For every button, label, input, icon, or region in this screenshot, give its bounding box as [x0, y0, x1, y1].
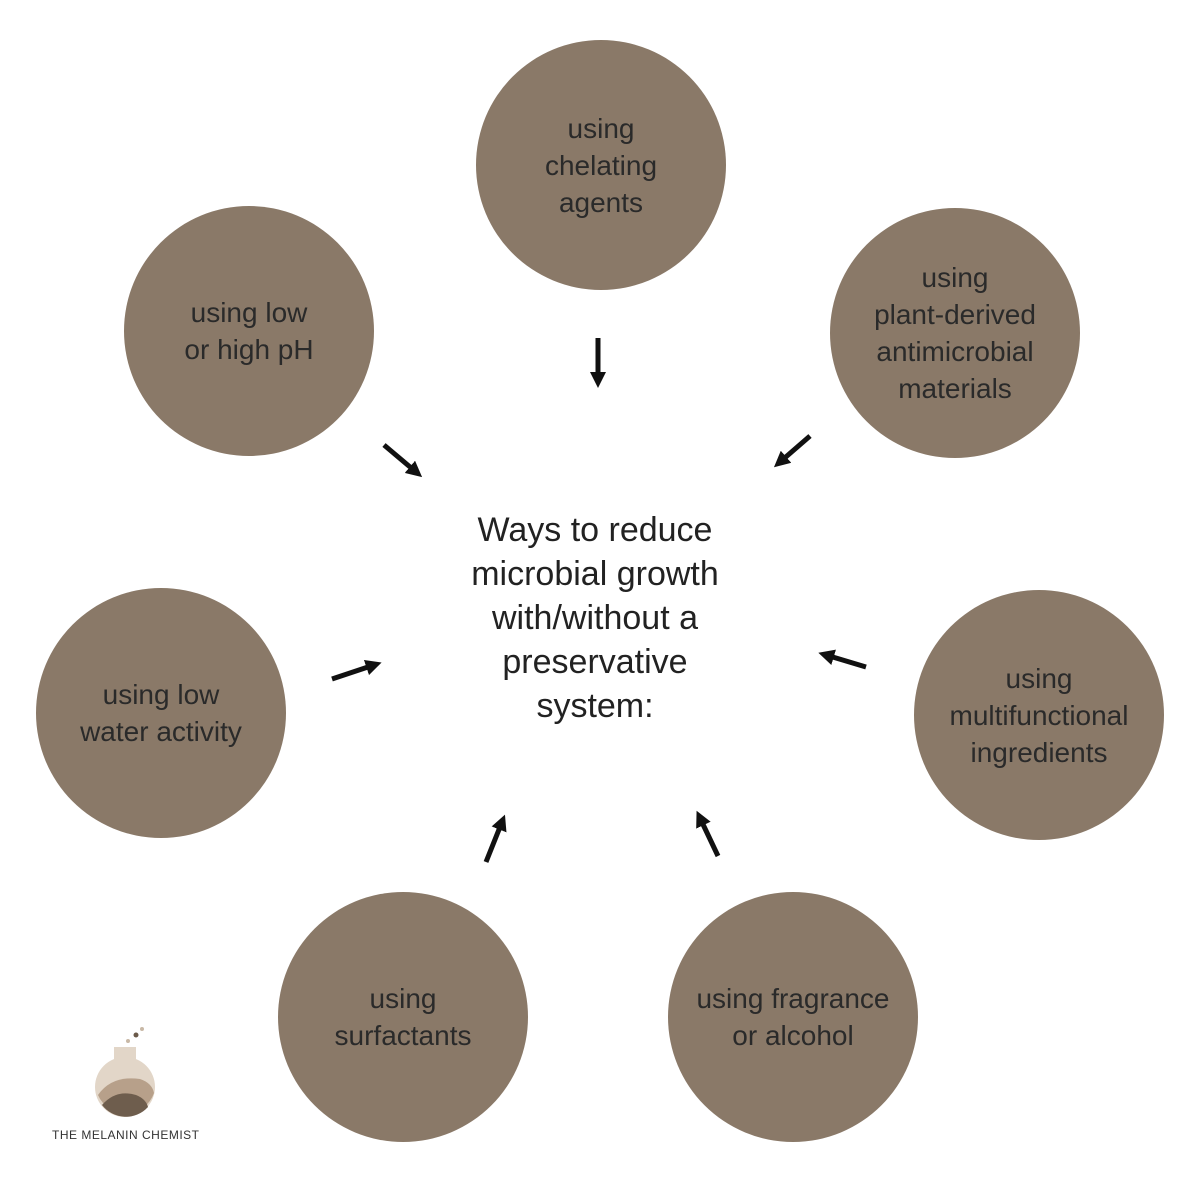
plant-derived-node: using plant-derived antimicrobial materi… — [830, 208, 1080, 458]
multifunctional-node: using multifunctional ingredients — [914, 590, 1164, 840]
arrow-icon — [331, 659, 382, 682]
diagram-title: Ways to reduce microbial growth with/wit… — [471, 511, 719, 725]
arrow-icon — [696, 810, 721, 858]
fragrance-alcohol-node: using fragrance or alcohol — [668, 892, 918, 1142]
arrow-icon — [773, 434, 812, 468]
brand-label: THE MELANIN CHEMIST — [52, 1128, 200, 1142]
arrow-icon — [382, 443, 423, 478]
flask-logo-icon — [95, 1027, 155, 1117]
arrow-icon — [818, 649, 867, 670]
ph-node: using low or high pH — [124, 206, 374, 456]
surfactants-node: using surfactants — [278, 892, 528, 1142]
arrow-icon — [483, 814, 507, 863]
water-activity-node: using low water activity — [36, 588, 286, 838]
chelating-agents-node: using chelating agents — [476, 40, 726, 290]
